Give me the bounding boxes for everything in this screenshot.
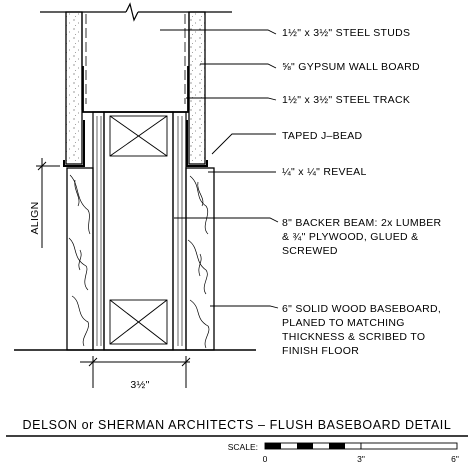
steel-track <box>82 66 189 113</box>
gypsum-wall-board-left <box>65 11 83 165</box>
callout-reveal: ¼" x ¼" REVEAL <box>282 166 367 178</box>
steel-stud <box>81 12 190 110</box>
callout-baseboard-line3: THICKNESS & SCRIBED TO <box>282 331 425 343</box>
break-line <box>40 2 232 22</box>
scale-bar <box>264 442 458 450</box>
j-bead-left <box>63 120 85 167</box>
bottom-dimension <box>80 356 191 388</box>
callout-taped-j-bead: TAPED J–BEAD <box>282 130 363 142</box>
callout-gypsum-wall-board: ⅝" GYPSUM WALL BOARD <box>282 61 420 73</box>
leader-lines <box>160 29 279 309</box>
solid-wood-baseboard-left <box>66 167 94 351</box>
dimension-label: 3½" <box>130 379 149 391</box>
gypsum-wall-board-right <box>188 11 206 165</box>
align-dimension <box>36 158 60 351</box>
align-label: ALIGN <box>29 201 41 234</box>
drawing-title: DELSON or SHERMAN ARCHITECTS – FLUSH BAS… <box>23 418 452 432</box>
scale-label: SCALE: <box>228 442 258 452</box>
callout-baseboard-line1: 6" SOLID WOOD BASEBOARD, <box>282 303 441 315</box>
j-bead-right <box>186 120 208 167</box>
callout-steel-track: 1½" x 3½" STEEL TRACK <box>282 94 410 106</box>
callout-backer-beam-line1: 8" BACKER BEAM: 2x LUMBER <box>282 217 442 229</box>
backer-beam <box>92 111 187 351</box>
scale-tick-6: 6" <box>451 454 459 464</box>
callout-backer-beam-line2: & ¾" PLYWOOD, GLUED & <box>282 231 418 243</box>
callout-baseboard-line2: PLANED TO MATCHING <box>282 317 405 329</box>
scale-tick-3: 3" <box>357 454 365 464</box>
callout-baseboard-line4: FINISH FLOOR <box>282 345 359 357</box>
callout-steel-studs: 1½" x 3½" STEEL STUDS <box>282 27 410 39</box>
scale-tick-0: 0 <box>263 454 268 464</box>
solid-wood-baseboard-right <box>185 167 215 351</box>
callout-backer-beam-line3: SCREWED <box>282 245 338 257</box>
